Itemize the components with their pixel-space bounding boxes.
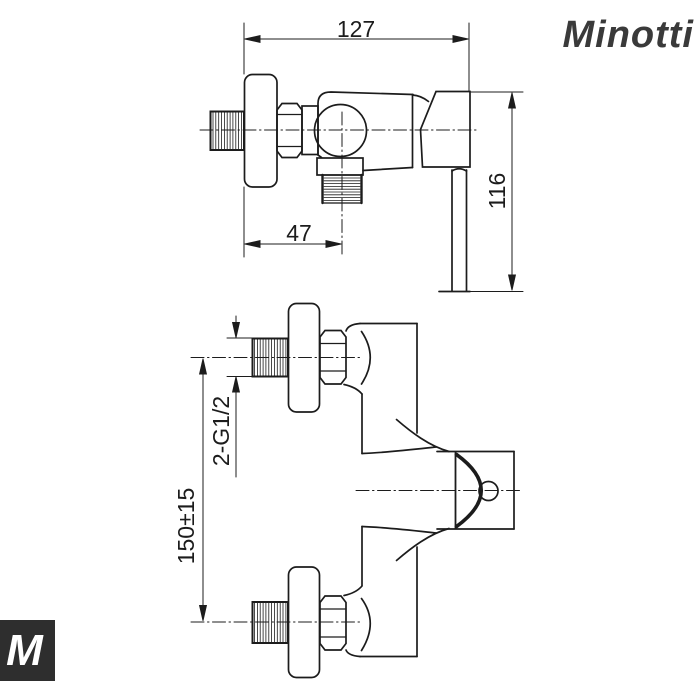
dim-inlet-spacing-label: 150±15 <box>173 487 199 565</box>
thread-spec-label: 2-G1/2 <box>208 395 234 467</box>
dim-150-lines <box>198 358 208 621</box>
handle-front <box>436 450 515 530</box>
inlet-pipe-side <box>209 110 245 151</box>
body-front <box>343 322 450 658</box>
centerlines-front <box>190 357 522 623</box>
valve-body-side <box>313 91 414 172</box>
dim-127-lines <box>243 22 470 258</box>
dim-thread-lines <box>226 315 253 478</box>
cartridge-circle <box>313 103 368 158</box>
side-view <box>199 22 524 293</box>
centerlines <box>199 111 477 258</box>
dim-overall-width-label: 127 <box>336 16 376 42</box>
handle-dot <box>478 480 499 502</box>
inlet-bottom-front <box>251 566 372 679</box>
dim-116-lines <box>469 91 524 292</box>
handle-side <box>411 90 471 293</box>
dim-outlet-offset-label: 47 <box>286 220 312 246</box>
outlet-side <box>316 157 364 205</box>
wall-plate-side <box>243 73 278 188</box>
inlet-top-front <box>251 302 372 413</box>
brand-badge: M <box>0 620 55 681</box>
front-view <box>190 302 522 679</box>
dim-side-height-label: 116 <box>484 172 510 210</box>
dim-47-lines <box>244 239 342 249</box>
brand-badge-letter: M <box>6 625 43 675</box>
brand-logo: Minotti <box>562 14 694 56</box>
